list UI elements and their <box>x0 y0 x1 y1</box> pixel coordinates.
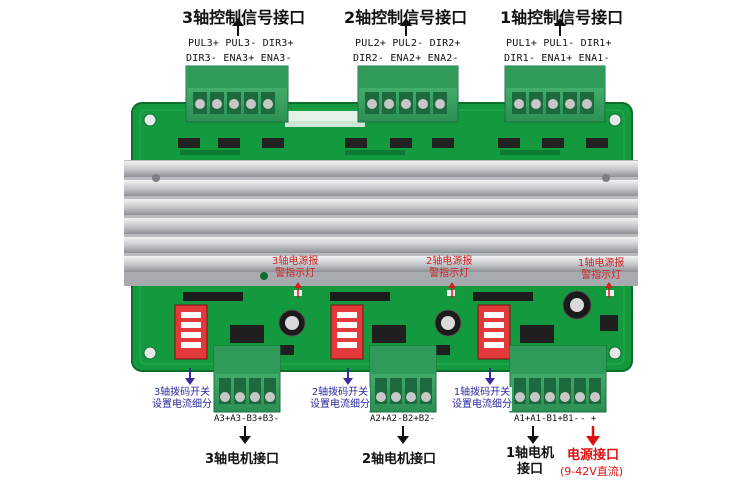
axis3-pins-row1: PUL3+ PUL3- DIR3+ <box>188 38 294 49</box>
axis1-control-title: 1轴控制信号接口 <box>500 8 624 27</box>
axis3-motor-pins: A3+A3-B3+B3- <box>214 414 280 424</box>
axis2-pins-row2: DIR2- ENA2+ ENA2- <box>353 53 459 64</box>
power-pins: - + <box>580 414 597 424</box>
axis1-dip-label: 1轴拨码开关设置电流细分 <box>452 387 512 411</box>
axis1-pins-row1: PUL1+ PUL1- DIR1+ <box>506 38 612 49</box>
dip-arrows <box>185 368 495 385</box>
power-title: 电源接口 <box>567 448 620 463</box>
axis2-motor-pins: A2+A2-B2+B2- <box>370 414 436 424</box>
control-arrows <box>232 18 566 36</box>
motor-terminal-axis2 <box>369 345 437 413</box>
power-spec: (9-42V直流) <box>560 465 624 478</box>
lower-components <box>174 272 618 360</box>
axis3-alarm-label: 3轴电源报警指示灯 <box>272 256 319 279</box>
motor-power-terminal-axis1 <box>509 345 607 413</box>
control-terminal-axis1 <box>504 65 606 123</box>
axis2-pins-row1: PUL2+ PUL2- DIR2+ <box>355 38 461 49</box>
motor-arrows <box>239 426 539 444</box>
control-terminal-axis2 <box>357 65 459 123</box>
axis2-control-title: 2轴控制信号接口 <box>344 8 468 27</box>
axis3-control-title: 3轴控制信号接口 <box>182 8 306 27</box>
heatsink <box>124 160 638 286</box>
top-components <box>178 138 608 155</box>
axis1-pins-row2: DIR1- ENA1+ ENA1- <box>504 53 610 64</box>
axis1-alarm-label: 1轴电源报警指示灯 <box>578 258 625 281</box>
axis1-motor-title: 1轴电机接口 <box>506 446 555 477</box>
control-terminal-axis3 <box>185 65 289 123</box>
axis2-dip-label: 2轴拨码开关设置电流细分 <box>310 387 370 411</box>
motor-terminal-axis3 <box>213 345 281 413</box>
axis2-alarm-label: 2轴电源报警指示灯 <box>426 256 473 279</box>
axis3-pins-row2: DIR3- ENA3+ ENA3- <box>186 53 292 64</box>
axis3-dip-label: 3轴拨码开关设置电流细分 <box>152 387 212 411</box>
power-arrow <box>586 426 600 446</box>
axis2-motor-title: 2轴电机接口 <box>362 452 437 467</box>
axis3-motor-title: 3轴电机接口 <box>205 452 280 467</box>
axis1-motor-pins: A1+A1-B1+B1- <box>514 414 580 424</box>
alarm-arrows <box>294 282 613 298</box>
